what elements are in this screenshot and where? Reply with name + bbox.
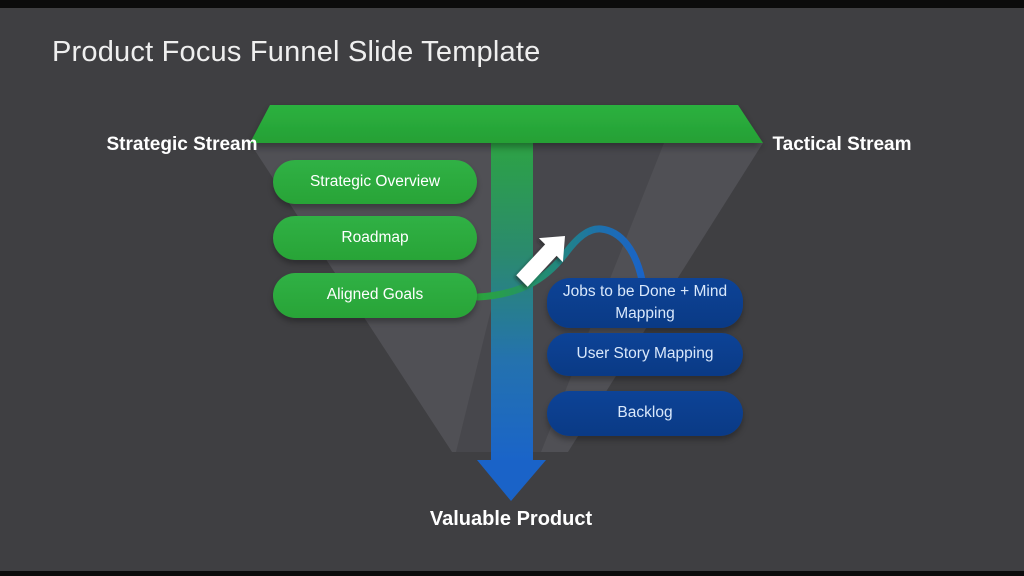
valuable-product-label: Valuable Product [429, 508, 593, 530]
pill-jobs-to-be-done: Jobs to be Done + Mind Mapping [547, 278, 743, 328]
down-arrow-icon [477, 142, 546, 501]
up-right-arrow-icon [516, 236, 565, 287]
bottom-letterbox-bar [0, 571, 1024, 576]
pill-aligned-goals: Aligned Goals [273, 273, 477, 318]
page-title: Product Focus Funnel Slide Template [52, 36, 541, 68]
pill-roadmap: Roadmap [273, 216, 477, 260]
strategic-stream-label: Strategic Stream [106, 134, 258, 155]
tactical-stream-label: Tactical Stream [772, 134, 912, 155]
pill-strategic-overview: Strategic Overview [273, 160, 477, 204]
funnel-top-bar [250, 105, 763, 143]
top-letterbox-bar [0, 0, 1024, 8]
curved-connector-icon [474, 225, 646, 301]
pill-backlog: Backlog [547, 391, 743, 436]
pill-user-story-mapping: User Story Mapping [547, 333, 743, 376]
